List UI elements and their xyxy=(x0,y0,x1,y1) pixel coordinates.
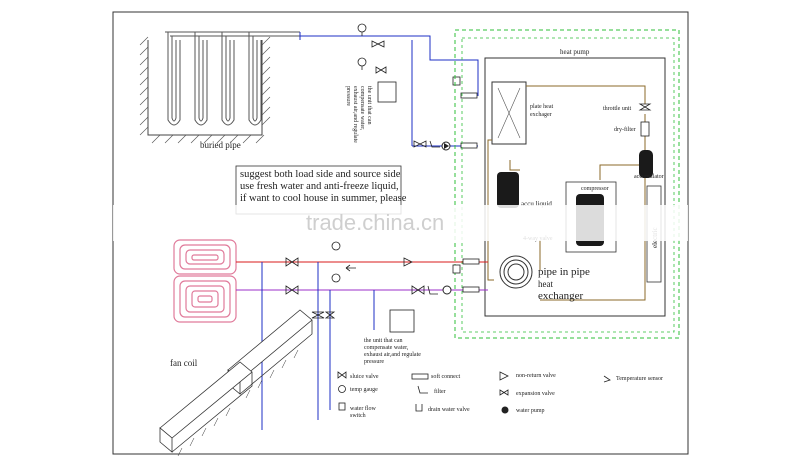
fan-coil-2 xyxy=(159,361,253,457)
pipe-in-pipe-label-2: heat xyxy=(538,279,553,289)
liquid-label: accu liquid xyxy=(521,200,552,208)
vertical-note-line-1: the unit that can xyxy=(366,86,372,125)
unit-note-line-3: exhaust air,and regulate xyxy=(364,352,421,358)
note-line-1: suggest both load side and source side xyxy=(240,169,401,180)
flow-arrow xyxy=(345,264,356,272)
source-sluice-valve-2 xyxy=(413,140,427,148)
load-sluice-valve-1 xyxy=(285,257,299,267)
legend-non-return-valve: non-return valve xyxy=(516,373,556,379)
dry-filter-label: dry-filter xyxy=(614,126,636,133)
legend-temp-gauge-icon xyxy=(338,385,346,393)
legend-temperature-sensor-icon xyxy=(603,375,611,383)
source-filter xyxy=(429,140,440,148)
vertical-note-line-3: exhaust air,and regulate xyxy=(352,86,358,143)
legend-soft-connect: soft connect xyxy=(431,373,460,380)
floor-heating-coil-2 xyxy=(173,275,237,323)
legend-sluice-valve-icon xyxy=(337,371,347,379)
source-sluice-valve xyxy=(371,40,385,48)
floor-heating-coil-1 xyxy=(173,239,237,275)
soft-connect-1 xyxy=(460,92,478,99)
plate-hx-label-1: plate heat xyxy=(530,104,553,110)
load-sluice-valve-5 xyxy=(324,311,336,319)
legend-filter: filter xyxy=(434,388,446,395)
note-line-2: use fresh water and anti-freeze liquid, xyxy=(240,181,399,192)
load-sluice-valve-3 xyxy=(411,285,425,295)
buried-pipe-field: buried pipe xyxy=(139,31,300,150)
fan-coil-1 xyxy=(227,309,313,399)
vertical-note-line-4: pressure xyxy=(345,86,351,106)
soft-connect-2 xyxy=(460,142,478,149)
load-sluice-valve-2 xyxy=(285,285,299,295)
legend-expansion-valve: expansion valve xyxy=(516,391,555,397)
source-compensation-unit xyxy=(377,81,397,103)
unit-note-line-2: compensate water, xyxy=(364,345,409,351)
legend-temperature-sensor: Temperature sensor xyxy=(616,376,663,382)
throttle-unit-label: throttle unit xyxy=(603,106,631,112)
pipe-in-pipe-label-1: pipe in pipe xyxy=(538,266,590,278)
vertical-note-line-2: compensate water, xyxy=(359,86,365,131)
pipe-in-pipe-hx xyxy=(499,255,533,289)
load-water-pump xyxy=(442,285,452,295)
heat-pump-boundary-inner xyxy=(461,37,675,333)
dry-filter xyxy=(640,121,650,137)
load-compensation-unit xyxy=(389,309,415,333)
soft-connect-3 xyxy=(462,258,480,265)
pipe-in-pipe-label-3: exchanger xyxy=(538,290,584,302)
legend-expansion-valve-icon xyxy=(499,389,509,396)
liquid-receiver xyxy=(497,172,519,208)
soft-connect-4 xyxy=(462,286,480,293)
legend-drain-water-valve: drain water valve xyxy=(428,407,470,413)
legend-water-flow-switch-icon xyxy=(338,402,346,411)
throttle-unit xyxy=(638,103,652,111)
legend-water-pump-icon xyxy=(501,406,509,414)
unit-note-line-4: pressure xyxy=(364,359,384,365)
water-flow-switch-1 xyxy=(452,76,461,86)
heat-pump-boundary-outer xyxy=(454,29,680,339)
source-expansion-valve xyxy=(375,66,387,74)
legend-non-return-valve-icon xyxy=(499,371,509,381)
note-line-3: if want to cool house in summer, please xyxy=(240,193,407,204)
legend-sluice-valve: sluice valve xyxy=(350,374,379,380)
legend-drain-valve-icon xyxy=(415,404,423,412)
unit-note-line-1: the unit that can xyxy=(364,338,403,344)
water-flow-switch-2 xyxy=(452,264,461,274)
heat-pump-cabinet xyxy=(484,57,666,317)
heat-pump-label: heat pump xyxy=(560,48,590,56)
legend-temp-gauge: temp gauge xyxy=(350,387,378,393)
accumulator-label: accumulator xyxy=(634,174,664,180)
watermark: trade.china.cn xyxy=(306,210,444,235)
fan-coil-label: fan coil xyxy=(170,358,198,368)
compressor-label: compressor xyxy=(581,186,609,192)
load-temp-gauge-2 xyxy=(331,273,341,283)
non-return-valve xyxy=(403,257,413,267)
load-sluice-valve-4 xyxy=(311,311,325,319)
legend-water-flow-switch-1: water flow xyxy=(350,405,376,412)
source-water-pump-arrow xyxy=(444,143,449,149)
source-temp-gauge-2 xyxy=(357,57,367,70)
accumulator xyxy=(639,150,653,178)
watermark-band xyxy=(113,205,688,241)
source-temp-gauge-1 xyxy=(357,23,367,36)
buried-pipe-label: buried pipe xyxy=(200,140,241,150)
legend-filter-icon xyxy=(417,385,428,394)
legend-soft-connect-icon xyxy=(411,373,429,380)
legend-water-flow-switch-2: switch xyxy=(350,413,366,419)
legend-water-pump: water pump xyxy=(516,408,545,414)
legend: sluice valve temp gauge water flow switc… xyxy=(337,371,663,419)
load-temp-gauge-1 xyxy=(331,241,341,251)
load-filter xyxy=(427,285,438,295)
plate-hx-label-2: exchager xyxy=(530,112,552,118)
vertical-note: the unit that can compensate water, exha… xyxy=(345,86,372,143)
